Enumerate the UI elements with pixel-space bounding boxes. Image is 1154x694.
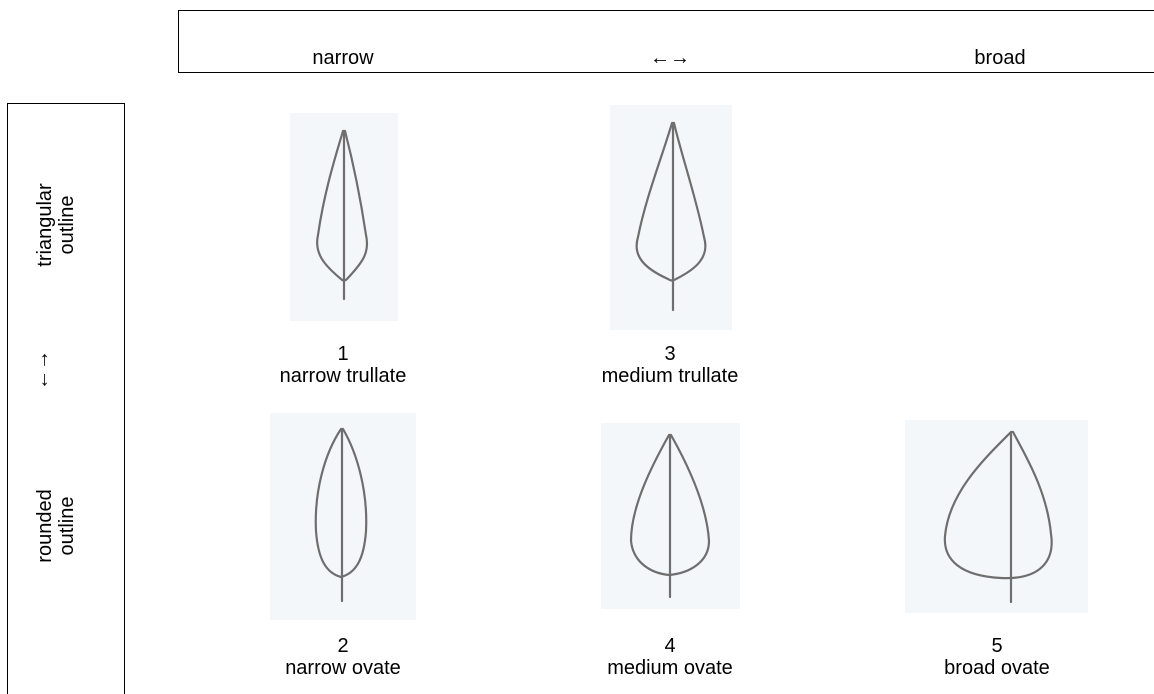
column-arrow-label: ←→ xyxy=(650,47,690,69)
row-label-rounded-line2: outline xyxy=(56,496,78,556)
row-label-rounded: rounded outline xyxy=(34,489,78,562)
row-arrow-label: ←→ xyxy=(31,350,53,390)
caption-name: medium trullate xyxy=(601,365,739,387)
caption-medium-ovate: 4 medium ovate xyxy=(550,635,790,679)
caption-name: medium ovate xyxy=(607,657,733,679)
caption-name: broad ovate xyxy=(944,657,1050,679)
column-label-broad: broad xyxy=(974,47,1026,69)
row-label-triangular-line2: outline xyxy=(56,195,78,255)
caption-number: 5 xyxy=(991,635,1003,657)
caption-number: 2 xyxy=(337,635,349,657)
column-header-frame xyxy=(178,10,1154,73)
leaf-shape-medium-ovate xyxy=(601,423,740,609)
caption-broad-ovate: 5 broad ovate xyxy=(877,635,1117,679)
leaf-shape-medium-trullate xyxy=(610,105,732,330)
caption-number: 1 xyxy=(337,343,349,365)
row-header-frame xyxy=(7,103,125,694)
row-label-rounded-line1: rounded xyxy=(34,489,56,563)
caption-number: 3 xyxy=(664,343,676,365)
leaf-shape-narrow-ovate xyxy=(270,413,416,620)
caption-narrow-ovate: 2 narrow ovate xyxy=(223,635,463,679)
row-label-triangular: triangular outline xyxy=(34,183,78,266)
leaf-shape-broad-ovate xyxy=(905,420,1088,613)
leaf-shape-narrow-trullate xyxy=(290,113,398,321)
caption-name: narrow ovate xyxy=(285,657,401,679)
caption-narrow-trullate: 1 narrow trullate xyxy=(223,343,463,387)
row-label-triangular-line1: triangular xyxy=(34,183,56,267)
caption-number: 4 xyxy=(664,635,676,657)
caption-medium-trullate: 3 medium trullate xyxy=(550,343,790,387)
column-label-narrow: narrow xyxy=(312,47,374,69)
caption-name: narrow trullate xyxy=(279,365,407,387)
